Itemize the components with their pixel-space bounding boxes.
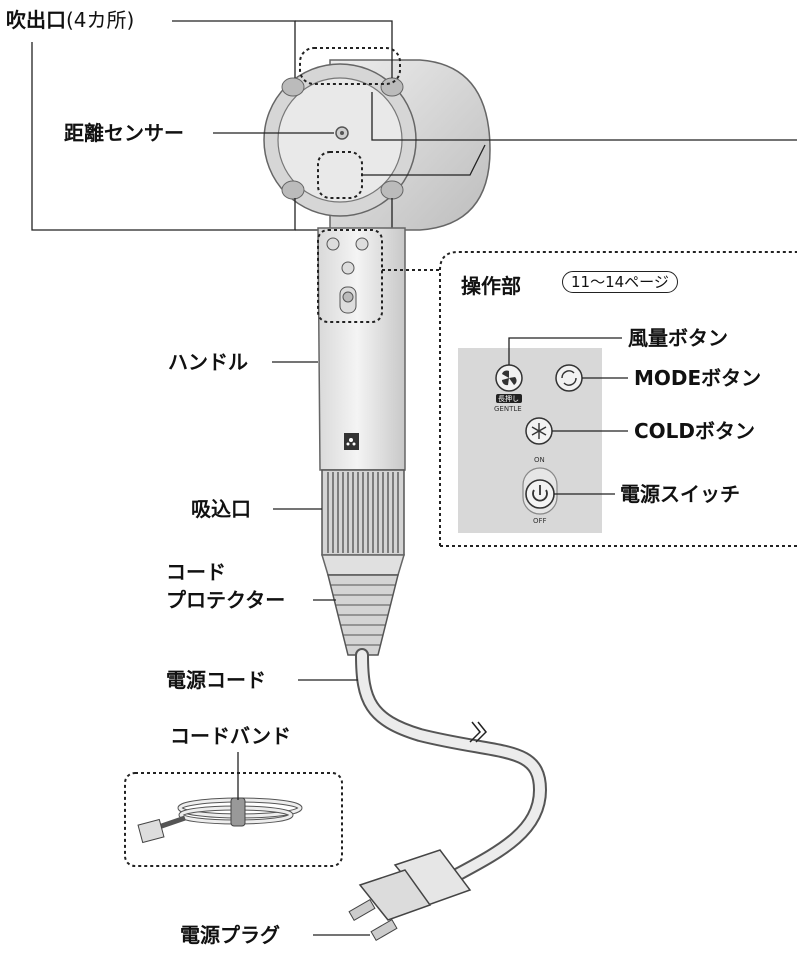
control-panel-callout [439,251,797,547]
top-dotted-highlight [299,47,401,85]
outlet-top-left [281,77,305,97]
outlet-bottom-left [281,180,305,200]
handle-buttons-highlight [317,229,383,323]
handle-label: ハンドル [168,350,248,374]
power-switch-label: 電源スイッチ [620,482,740,506]
power-plug-drawing [348,849,472,942]
distance-sensor-label: 距離センサー [64,121,184,145]
cold-button-label: COLDボタン [634,419,756,443]
power-cord [355,648,548,897]
page-reference: 11〜14ページ [562,271,678,293]
power-plug-label: 電源プラグ [180,923,280,947]
cord-band-drawing [149,797,303,833]
gentle-text: GENTLE [494,405,522,413]
outlet-count-text: (4カ所) [66,8,135,32]
cord-band-inset [124,772,343,867]
long-press-text: 長押し [498,395,519,403]
cord-protector-label-line1: コード [166,560,226,584]
intake-label: 吸込口 [191,497,251,521]
power-cord-label: 電源コード [166,668,266,692]
on-text: ON [534,456,545,464]
mode-button [555,364,583,392]
outlet-bottom-right [380,180,404,200]
off-text: OFF [533,517,547,525]
mode-button-label: MODEボタン [634,366,762,390]
outlet-top-right [380,77,404,97]
cord-band-label: コードバンド [170,724,291,748]
outlet-label: 吹出口(4カ所) [6,10,134,30]
control-panel-title: 操作部 [461,274,521,298]
handle-body [317,227,406,471]
cord-protector-label-line2: プロテクター [166,588,286,612]
fan-button-label: 風量ボタン [628,326,728,350]
outlet-label-text: 吹出口 [6,8,66,32]
